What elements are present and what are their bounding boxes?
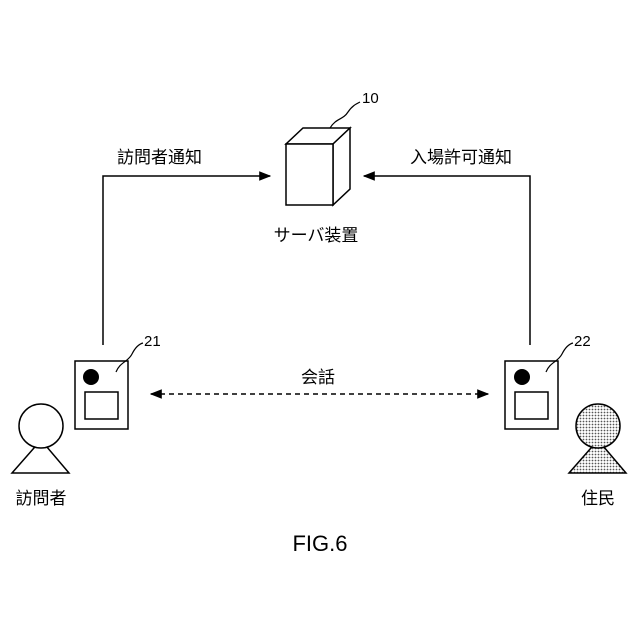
- entry-permission-label: 入場許可通知: [410, 148, 512, 168]
- visitor-label: 訪問者: [16, 489, 67, 509]
- server-device: [286, 128, 350, 205]
- figure-caption: FIG.6: [292, 531, 347, 556]
- resident-terminal: [505, 361, 558, 429]
- resident-label: 住民: [581, 489, 615, 509]
- server-ref-number: 10: [362, 90, 379, 107]
- visitor-notice-label: 訪問者通知: [117, 148, 202, 168]
- visitor-person-icon: [12, 404, 69, 473]
- entry-permission-arrow: [364, 176, 530, 345]
- visitor-terminal-ref-number: 21: [144, 333, 161, 350]
- server-label: サーバ装置: [274, 226, 359, 246]
- visitor-notice-arrow: [103, 176, 270, 345]
- server-ref-leader: [330, 102, 360, 128]
- resident-person-icon: [569, 404, 626, 473]
- visitor-terminal: [75, 361, 128, 429]
- conversation-label: 会話: [301, 368, 335, 388]
- resident-terminal-ref-number: 22: [574, 333, 591, 350]
